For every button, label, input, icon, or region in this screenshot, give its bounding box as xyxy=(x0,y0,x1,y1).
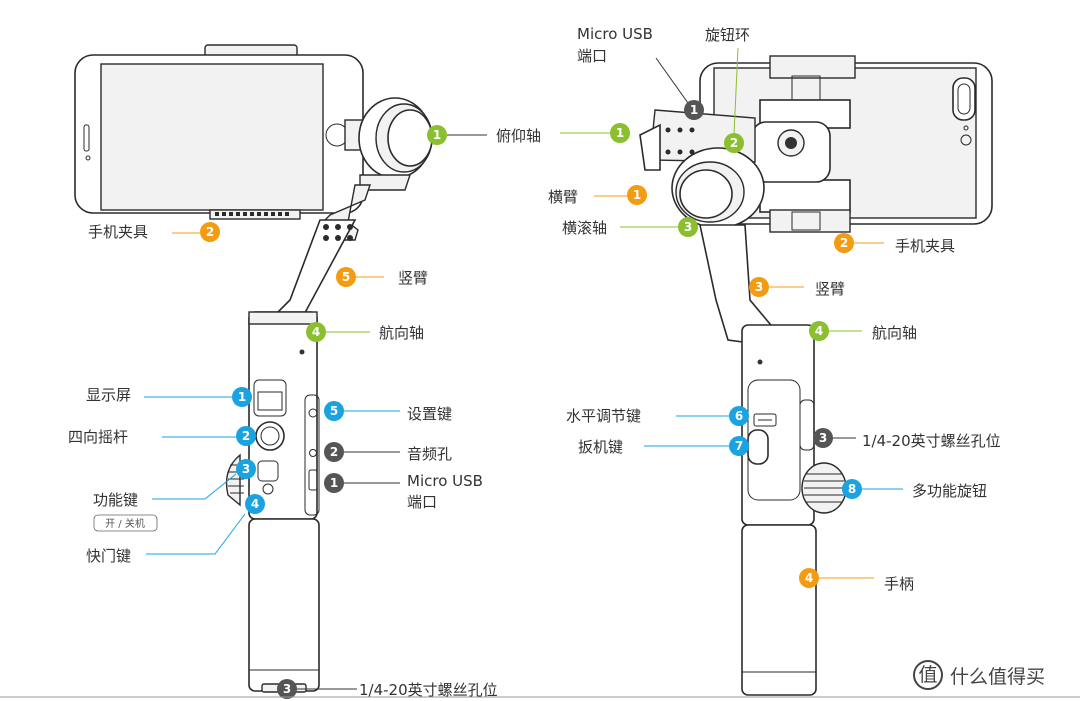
svg-text:2: 2 xyxy=(206,225,214,239)
svg-text:3: 3 xyxy=(755,280,763,294)
label-phone-clamp-right: 手机夹具 xyxy=(895,237,955,255)
watermark-logo-icon xyxy=(913,660,943,690)
label-display: 显示屏 xyxy=(86,386,131,404)
badge-screw-hole-right xyxy=(813,428,833,448)
badge-handle xyxy=(799,568,819,588)
svg-text:8: 8 xyxy=(848,482,856,496)
badge-settings-key xyxy=(324,401,344,421)
label-power-onoff: 开 / 关机 xyxy=(105,517,145,530)
badge-function-key xyxy=(236,459,256,479)
label-phone-clamp: 手机夹具 xyxy=(88,223,148,241)
svg-text:1: 1 xyxy=(433,128,441,142)
badge-pan-axis-right xyxy=(809,321,829,341)
badge-audio-jack xyxy=(324,442,344,462)
label-screw-hole-right: 1/4-20英寸螺丝孔位 xyxy=(862,432,1001,450)
watermark: 值 什么值得买 xyxy=(913,660,1045,690)
svg-text:1: 1 xyxy=(238,390,246,404)
label-multi-knob: 多功能旋钮 xyxy=(912,482,987,500)
label-audio-jack: 音频孔 xyxy=(407,445,452,463)
badge-roll-axis xyxy=(678,217,698,237)
label-micro-usb-right-port: 端口 xyxy=(577,47,607,65)
svg-text:2: 2 xyxy=(730,136,738,150)
label-trigger-key: 扳机键 xyxy=(578,438,623,456)
svg-text:2: 2 xyxy=(242,429,250,443)
label-vertical-arm-right: 竖臂 xyxy=(815,280,845,298)
label-function-key: 功能键 xyxy=(93,491,138,509)
label-micro-usb-left: Micro USB xyxy=(407,472,483,490)
left-device-illustration xyxy=(74,44,433,693)
badge-display xyxy=(232,387,252,407)
badge-level-key xyxy=(729,406,749,426)
svg-text:4: 4 xyxy=(251,497,259,511)
left-callouts: 1 俯仰轴 手机夹具 2 5 竖臂 4 航向轴 显示屏 1 四向摇杆 2 功能键… xyxy=(68,125,541,699)
label-knob-ring: 旋钮环 xyxy=(705,26,750,44)
right-device-illustration xyxy=(639,55,993,696)
label-micro-usb-right: Micro USB xyxy=(577,25,653,43)
badge-shutter-key xyxy=(245,494,265,514)
label-roll-axis: 横滚轴 xyxy=(562,219,607,237)
badge-pitch-axis-right xyxy=(610,123,630,143)
label-screw-hole-left: 1/4-20英寸螺丝孔位 xyxy=(359,681,498,699)
label-joystick: 四向摇杆 xyxy=(68,428,128,446)
right-callouts: Micro USB 端口 1 旋钮环 2 1 横臂 1 横滚轴 3 2 手机夹具… xyxy=(548,25,1001,593)
label-pan-axis-right: 航向轴 xyxy=(872,324,917,342)
svg-text:2: 2 xyxy=(840,236,848,250)
svg-text:3: 3 xyxy=(242,462,250,476)
svg-text:1: 1 xyxy=(633,188,641,202)
svg-text:5: 5 xyxy=(330,404,338,418)
label-level-key: 水平调节键 xyxy=(566,407,641,425)
badge-micro-usb-right xyxy=(684,100,704,120)
badge-trigger-key xyxy=(729,436,749,456)
badge-phone-clamp-right xyxy=(834,233,854,253)
svg-text:6: 6 xyxy=(735,409,743,423)
svg-text:3: 3 xyxy=(684,220,692,234)
svg-text:1: 1 xyxy=(616,126,624,140)
badge-vertical-arm xyxy=(336,267,356,287)
svg-text:值: 值 xyxy=(918,664,937,686)
svg-text:2: 2 xyxy=(330,445,338,459)
label-pan-axis: 航向轴 xyxy=(379,324,424,342)
badge-knob-ring xyxy=(724,133,744,153)
label-pitch-axis: 俯仰轴 xyxy=(496,127,541,145)
label-micro-usb-left-port: 端口 xyxy=(407,493,437,511)
badge-screw-hole-left xyxy=(277,679,297,699)
watermark-text: 什么值得买 xyxy=(950,666,1045,688)
label-handle: 手柄 xyxy=(884,575,914,593)
svg-text:4: 4 xyxy=(805,571,813,585)
svg-text:3: 3 xyxy=(819,431,827,445)
badge-joystick xyxy=(236,426,256,446)
label-shutter-key: 快门键 xyxy=(86,547,131,565)
badge-micro-usb-left xyxy=(324,473,344,493)
label-vertical-arm: 竖臂 xyxy=(398,269,428,287)
svg-text:7: 7 xyxy=(735,439,743,453)
svg-text:1: 1 xyxy=(330,476,338,490)
badge-vertical-arm-right xyxy=(749,277,769,297)
badge-multi-knob xyxy=(842,479,862,499)
svg-text:1: 1 xyxy=(690,103,698,117)
svg-text:3: 3 xyxy=(283,682,291,696)
label-cross-arm: 横臂 xyxy=(548,188,578,206)
badge-phone-clamp xyxy=(200,222,220,242)
svg-text:4: 4 xyxy=(312,325,320,339)
badge-pitch-axis xyxy=(427,125,447,145)
svg-text:4: 4 xyxy=(815,324,823,338)
badge-cross-arm xyxy=(627,185,647,205)
badge-pan-axis xyxy=(306,322,326,342)
label-settings-key: 设置键 xyxy=(407,405,452,423)
svg-text:5: 5 xyxy=(342,270,350,284)
